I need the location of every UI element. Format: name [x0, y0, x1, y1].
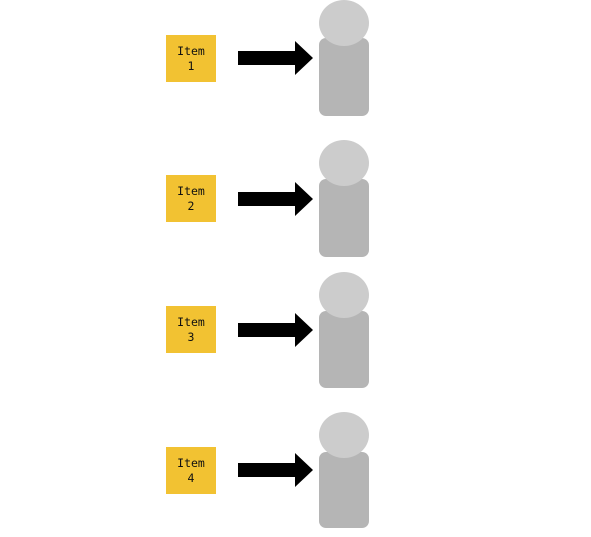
item-row-1: Item 1	[0, 0, 591, 120]
item-row-3: Item 3	[0, 271, 591, 391]
arrow-right-icon	[238, 41, 313, 75]
arrow-right-icon	[238, 453, 313, 487]
item-label-2: Item 2	[177, 183, 205, 213]
person-icon	[319, 412, 369, 528]
item-box-3: Item 3	[166, 306, 216, 353]
arrow-right-icon	[238, 313, 313, 347]
person-icon	[319, 0, 369, 116]
arrow-right-icon	[238, 182, 313, 216]
item-label-1: Item 1	[177, 43, 205, 73]
item-label-4: Item 4	[177, 455, 205, 485]
item-label-3: Item 3	[177, 314, 205, 344]
item-box-1: Item 1	[166, 35, 216, 82]
item-row-2: Item 2	[0, 140, 591, 260]
person-icon	[319, 140, 369, 257]
item-row-4: Item 4	[0, 412, 591, 532]
item-box-4: Item 4	[166, 447, 216, 494]
person-icon	[319, 272, 369, 388]
item-box-2: Item 2	[166, 175, 216, 222]
